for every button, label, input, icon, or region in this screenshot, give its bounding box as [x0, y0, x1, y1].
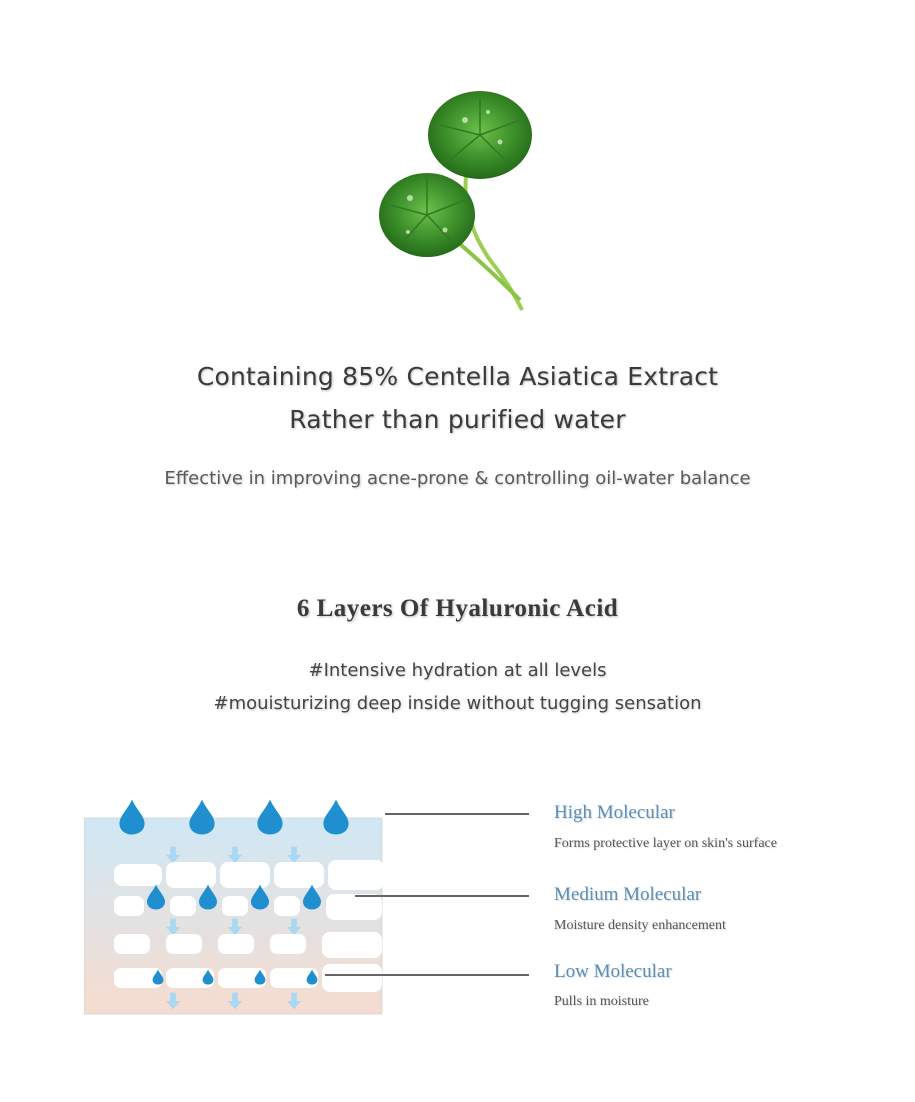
headline-line-2: Rather than purified water [289, 405, 626, 434]
layer-medium-subtitle: Moisture density enhancement [554, 918, 726, 933]
hashtag-1: #Intensive hydration at all levels [308, 660, 607, 681]
layer-high-title: High Molecular [554, 802, 675, 823]
headline-line-1: Containing 85% Centella Asiatica Extract [196, 362, 719, 391]
layer-high-subtitle: Forms protective layer on skin's surface [554, 836, 777, 851]
skin-layers-diagram [84, 799, 384, 1015]
section-title: 6 Layers Of Hyaluronic Acid [296, 595, 619, 622]
leader-line-medium [355, 895, 529, 897]
centella-plant-icon [379, 91, 532, 311]
layer-low-title: Low Molecular [554, 961, 672, 982]
layer-low-subtitle: Pulls in moisture [554, 994, 649, 1009]
description: Effective in improving acne-prone & cont… [164, 468, 751, 489]
leader-line-low [325, 974, 529, 976]
hashtag-2: #mouisturizing deep inside without tuggi… [213, 693, 702, 714]
leader-line-high [385, 813, 529, 815]
layer-medium-title: Medium Molecular [554, 884, 702, 905]
